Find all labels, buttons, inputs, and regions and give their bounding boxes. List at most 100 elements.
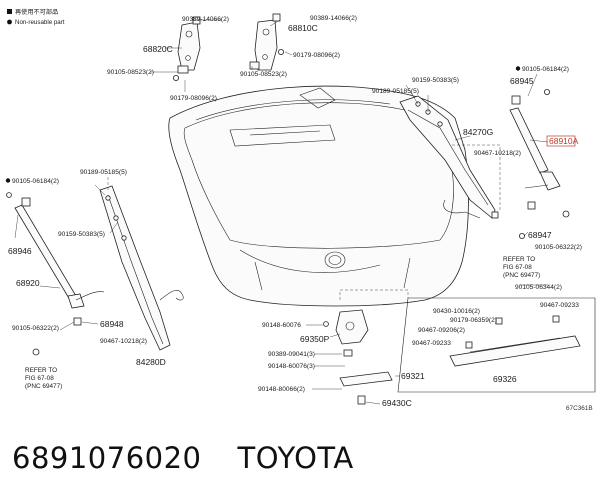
label-68948[interactable]: 68948	[100, 319, 124, 329]
label-90189-05185-left[interactable]: 90189-05185(5)	[80, 169, 127, 176]
label-90148-60076-a[interactable]: 90148-60076	[262, 322, 301, 329]
label-90467-09206[interactable]: 90467-09206(2)	[418, 327, 465, 334]
cover-69326	[449, 335, 581, 367]
legend-jp-text: 再使用不可部品	[15, 8, 58, 16]
left-hinge-pin	[185, 30, 193, 38]
label-90105-06184-right[interactable]: 90105-06184(2)	[522, 66, 569, 73]
dash-cover-link	[339, 289, 409, 300]
right-trim-screw	[491, 211, 499, 219]
left-hinge-68820C	[177, 21, 201, 71]
non-reusable-dot-icon	[7, 19, 12, 25]
ref-left-line3: (PNC 69477)	[25, 383, 62, 390]
label-90389-14066-right[interactable]: 90389-14066(2)	[310, 15, 357, 22]
lead-68920	[39, 285, 61, 289]
label-90179-06359[interactable]: 90179-06359(2)	[450, 317, 497, 324]
left-hinge-nut	[177, 65, 189, 74]
door-top-bracket	[299, 87, 336, 109]
label-90148-60076-b[interactable]: 90148-60076(3)	[268, 363, 315, 370]
label-68945[interactable]: 68945	[510, 76, 534, 86]
label-69326[interactable]: 69326	[493, 374, 517, 384]
label-68920[interactable]: 68920	[16, 278, 40, 288]
dash-right-trim	[452, 144, 501, 212]
cover-69326-group	[397, 297, 596, 393]
label-69321[interactable]: 69321	[401, 371, 425, 381]
label-90389-14066-left[interactable]: 90389-14066(2)	[182, 16, 229, 23]
door-lower-left-trim	[254, 261, 263, 291]
label-68946[interactable]: 68946	[8, 246, 32, 256]
ref-right-line3: (PNC 69477)	[503, 272, 540, 279]
right-strut-body	[509, 107, 549, 174]
label-68820C[interactable]: 68820C	[143, 44, 173, 54]
label-90467-09233-top[interactable]: 90467-09233	[540, 302, 579, 309]
label-90105-06344[interactable]: 90105-06344(2)	[515, 284, 562, 291]
label-90179-08096-left[interactable]: 90179-08096(2)	[170, 95, 217, 102]
left-hinge-assembly	[172, 16, 201, 82]
right-hinge-assembly	[249, 13, 284, 71]
label-90105-08523-right[interactable]: 90105-08523(2)	[240, 71, 287, 78]
label-90159-50383-left[interactable]: 90159-50383(5)	[58, 231, 105, 238]
left-trim-clip-1	[105, 195, 111, 201]
door-outer-shell	[168, 85, 469, 307]
non-reusable-dot-icon	[5, 178, 11, 183]
striker-69321	[339, 371, 393, 405]
lead-69350P	[329, 333, 341, 338]
label-90467-09233-left[interactable]: 90467-09233	[412, 340, 451, 347]
label-68947[interactable]: 68947	[528, 230, 552, 240]
label-90430-10016[interactable]: 90430-10016(2)	[433, 308, 480, 315]
left-strut-top-mount	[21, 197, 31, 207]
left-trim-ridge	[107, 194, 164, 345]
reference-notes: REFER TO FIG 67-08 (PNC 69477) REFER TO …	[25, 256, 540, 390]
door-brake-light-lens	[249, 130, 321, 136]
label-68910A[interactable]: 68910A	[549, 136, 579, 146]
lead-90159-left	[109, 221, 119, 234]
label-90105-06322-right[interactable]: 90105-06322(2)	[535, 244, 582, 251]
cover-ridge	[469, 337, 561, 353]
label-90105-08523-left[interactable]: 90105-08523(2)	[107, 69, 154, 76]
right-trim-cable	[443, 199, 481, 219]
left-strut-top-bolt	[6, 192, 12, 198]
left-hinge-grommet	[172, 75, 179, 82]
lead-90105-06322-left	[59, 321, 75, 331]
label-69350P[interactable]: 69350P	[300, 334, 330, 344]
label-84280D[interactable]: 84280D	[136, 357, 166, 367]
label-69430C[interactable]: 69430C	[382, 398, 412, 408]
label-90159-50383-right[interactable]: 90159-50383(5)	[412, 77, 459, 84]
cover-clip-2	[552, 315, 560, 323]
label-90105-06322-left[interactable]: 90105-06322(2)	[12, 325, 59, 332]
label-90179-08096-right[interactable]: 90179-08096(2)	[293, 52, 340, 59]
ref-right-line1: REFER TO	[503, 256, 535, 263]
figure-code: 67C361B	[566, 405, 593, 412]
right-strut-68910A	[509, 89, 570, 239]
left-strut-lower-mount	[73, 317, 82, 326]
right-hinge-hole	[262, 54, 268, 60]
cover-clip-1	[495, 317, 503, 325]
label-84270G[interactable]: 84270G	[463, 127, 493, 137]
caption-brand: TOYOTA	[237, 441, 354, 475]
left-strut-lower-bolt	[32, 348, 40, 356]
left-trim-body	[99, 185, 171, 351]
label-68810C[interactable]: 68810C	[288, 23, 318, 33]
right-hinge-bolt	[272, 13, 281, 22]
door-lower-crease	[239, 249, 381, 273]
label-90389-09041[interactable]: 90389-09041(3)	[268, 351, 315, 358]
left-trim-84280D	[99, 185, 184, 351]
part-labels: 90389-14066(2) 90389-14066(2) 68820C 688…	[5, 15, 582, 408]
lock-cylinder	[345, 321, 355, 331]
left-strut-end	[67, 293, 85, 309]
right-strut-lower-grommet	[519, 232, 526, 239]
ref-left-line1: REFER TO	[25, 367, 57, 374]
label-90105-06184-left[interactable]: 90105-06184(2)	[12, 178, 59, 185]
label-90189-05185-right[interactable]: 90189-05185(5)	[372, 88, 419, 95]
right-hinge-nut	[249, 61, 260, 70]
label-90148-80066[interactable]: 90148-80066(2)	[258, 386, 305, 393]
legend: 再使用不可部品 Non-reusable part	[7, 8, 65, 26]
ref-left-line2: FIG 67-08	[25, 375, 54, 382]
caption-part-number: 6891076020	[12, 441, 202, 475]
door-brake-light-housing	[229, 124, 336, 147]
label-90467-10218-right[interactable]: 90467-10218(2)	[474, 150, 521, 157]
door-window-opening	[183, 102, 454, 249]
right-trim-84270G	[399, 95, 499, 219]
label-90467-10218-left[interactable]: 90467-10218(2)	[100, 338, 147, 345]
cover-clip-3	[465, 341, 473, 349]
cover-group-box	[397, 297, 596, 393]
